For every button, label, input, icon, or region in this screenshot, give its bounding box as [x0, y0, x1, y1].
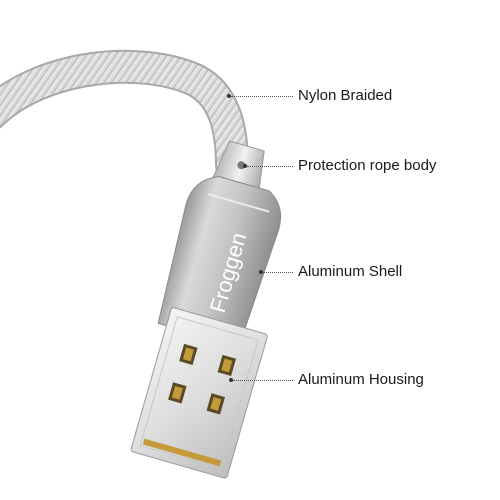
- callout-label-nylon-braided: Nylon Braided: [298, 87, 393, 104]
- leader-line-protection-rope-body: [247, 166, 293, 167]
- leader-line-aluminum-housing: [233, 380, 293, 381]
- leader-line-aluminum-shell: [263, 272, 293, 273]
- callout-dot-aluminum-shell: [259, 270, 263, 274]
- callout-label-aluminum-housing: Aluminum Housing: [298, 371, 424, 388]
- callout-label-aluminum-shell: Aluminum Shell: [298, 263, 403, 280]
- callout-dot-nylon-braided: [227, 94, 231, 98]
- leader-line-nylon-braided: [231, 96, 293, 97]
- callout-dot-protection-rope-body: [243, 164, 247, 168]
- usb-plug-housing: [130, 307, 268, 479]
- callout-dot-aluminum-housing: [229, 378, 233, 382]
- aluminum-shell: [157, 175, 282, 348]
- callout-label-protection-rope-body: Protection rope body: [298, 157, 437, 174]
